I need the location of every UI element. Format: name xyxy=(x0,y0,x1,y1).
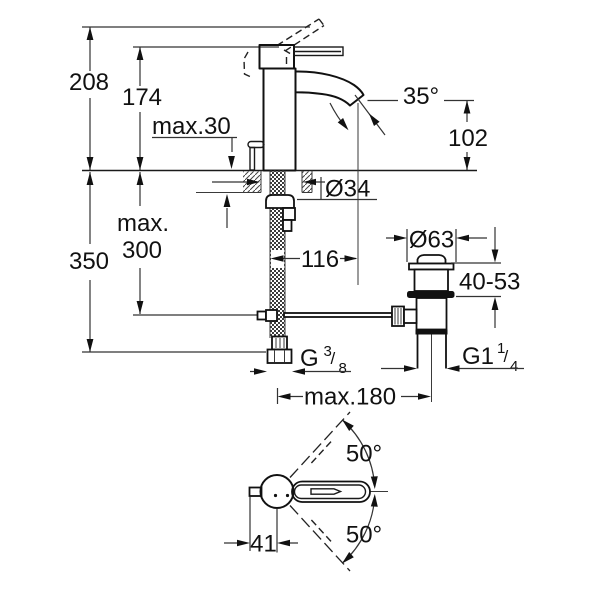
waste-plug-dome xyxy=(416,254,447,265)
waste-tailpipe xyxy=(416,334,447,369)
handle-top-view xyxy=(291,480,371,503)
dim-deck-thickness: max.30 xyxy=(152,113,237,228)
label-supply-thread-slash: / xyxy=(331,349,336,368)
dim-spout-height: 102 xyxy=(448,100,488,170)
label-rod-length-2: 300 xyxy=(122,237,162,264)
label-waste-thread-slash: / xyxy=(504,347,509,366)
label-supply-thread-num: 3 xyxy=(324,343,332,360)
label-hole-diameter: Ø34 xyxy=(325,176,370,203)
label-supply-thread-g: G xyxy=(300,345,319,372)
lever-raised-dashed xyxy=(276,18,325,52)
spout xyxy=(294,70,365,107)
label-total-height: 208 xyxy=(69,69,109,96)
handle-swivelled-down-dashed xyxy=(289,505,351,572)
faucet-top-view xyxy=(248,474,388,509)
label-deck-thickness: max.30 xyxy=(152,113,231,140)
label-rod-length-1: max. xyxy=(117,210,169,237)
waste-band xyxy=(415,329,448,335)
pop-up-rod-lever xyxy=(247,140,265,171)
label-mount-range: 40-53 xyxy=(459,269,520,296)
dim-rod-length: max. 300 xyxy=(117,172,257,316)
cartridge-cap xyxy=(258,44,295,70)
dim-hole-diameter: Ø34 xyxy=(212,176,377,203)
mixer-body xyxy=(243,18,365,172)
handle-slot xyxy=(310,488,343,495)
rod-knob-connector xyxy=(403,308,418,324)
dim-supply-thread: G 3 / 8 xyxy=(250,343,351,377)
dim-spout-angle: 35° xyxy=(329,83,474,136)
label-spout-angle: 35° xyxy=(403,83,439,110)
waste-seal-ring xyxy=(407,291,455,298)
label-swing-upper: 50° xyxy=(346,441,382,468)
dim-swing-upper: 50° xyxy=(342,419,382,489)
waste-neck xyxy=(413,268,449,292)
dim-spout-reach: 116 xyxy=(270,103,359,285)
label-swing-lower: 50° xyxy=(346,522,382,549)
supply-hose xyxy=(265,192,296,364)
label-spout-height: 102 xyxy=(448,125,488,152)
dim-rod-reach: max.180 xyxy=(276,384,431,411)
label-rod-reach: max.180 xyxy=(304,384,396,411)
pop-up-rod xyxy=(256,309,393,322)
handle-swivelled-up-dashed xyxy=(289,411,351,478)
label-supply-thread-den: 8 xyxy=(339,360,347,377)
dim-handle-offset: 41 xyxy=(224,496,298,558)
label-body-height: 174 xyxy=(122,84,162,111)
label-waste-thread-g: G1 xyxy=(462,343,494,370)
lever-handle xyxy=(293,46,344,57)
label-handle-offset: 41 xyxy=(250,531,277,558)
dim-waste-thread: G1 1 / 4 xyxy=(381,340,524,375)
mounting-nut xyxy=(265,194,295,209)
dim-swing-lower: 50° xyxy=(342,494,382,564)
dim-faucet-height: 174 xyxy=(122,46,279,170)
plan-view: 50° 50° 41 xyxy=(224,411,388,572)
threaded-shank xyxy=(270,170,285,193)
body-column xyxy=(262,67,297,172)
rod-end-block xyxy=(256,310,267,321)
hose-hex-nut xyxy=(266,348,293,364)
label-waste-thread-num: 1 xyxy=(497,340,505,357)
dim-total-height: 208 xyxy=(69,26,310,170)
dim-waste-flange-diameter: Ø63 xyxy=(386,227,487,262)
label-waste-thread-den: 4 xyxy=(510,358,518,375)
dim-hose-length: 350 xyxy=(69,172,266,353)
waste-valve xyxy=(391,254,455,402)
cap-tilt-dashed xyxy=(243,51,254,79)
label-spout-reach: 116 xyxy=(301,246,339,273)
faucet-side-view: 208 174 max.30 350 xyxy=(69,18,524,411)
dim-mounting-range: 40-53 xyxy=(451,227,520,328)
waste-body xyxy=(415,297,448,331)
mounting-bracket-step xyxy=(282,219,293,232)
body-top-view xyxy=(259,474,295,509)
mounting-bracket xyxy=(282,207,296,221)
label-hose-length: 350 xyxy=(69,248,109,275)
label-waste-flange-diameter: Ø63 xyxy=(409,227,454,254)
cap-hidden-lines xyxy=(283,49,292,67)
rod-coupling xyxy=(265,309,278,322)
